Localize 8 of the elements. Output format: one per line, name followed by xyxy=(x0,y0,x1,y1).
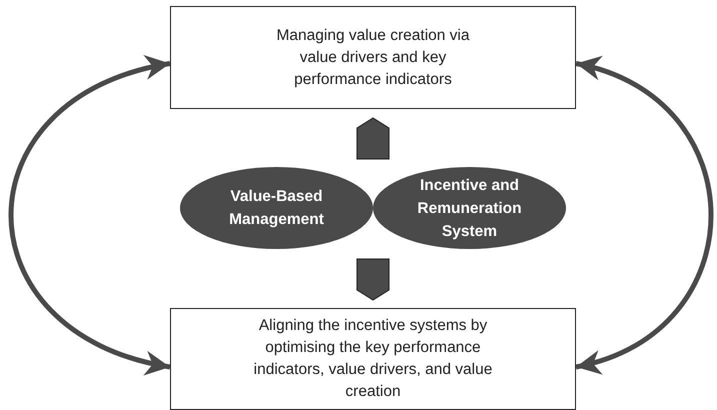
curved-arrow xyxy=(8,58,171,373)
curved-arrow xyxy=(575,58,714,372)
block-arrow xyxy=(356,258,390,301)
ellipse-node: Value-Based Management xyxy=(180,167,373,249)
block-arrow xyxy=(356,117,390,160)
ellipse-node: Incentive and Remuneration System xyxy=(373,167,566,249)
process-box: Aligning the incentive systems by optimising the key performance indicators, value drivers, and value creation xyxy=(170,308,576,410)
process-box: Managing value creation via value drivers and key performance indicators xyxy=(170,6,576,109)
